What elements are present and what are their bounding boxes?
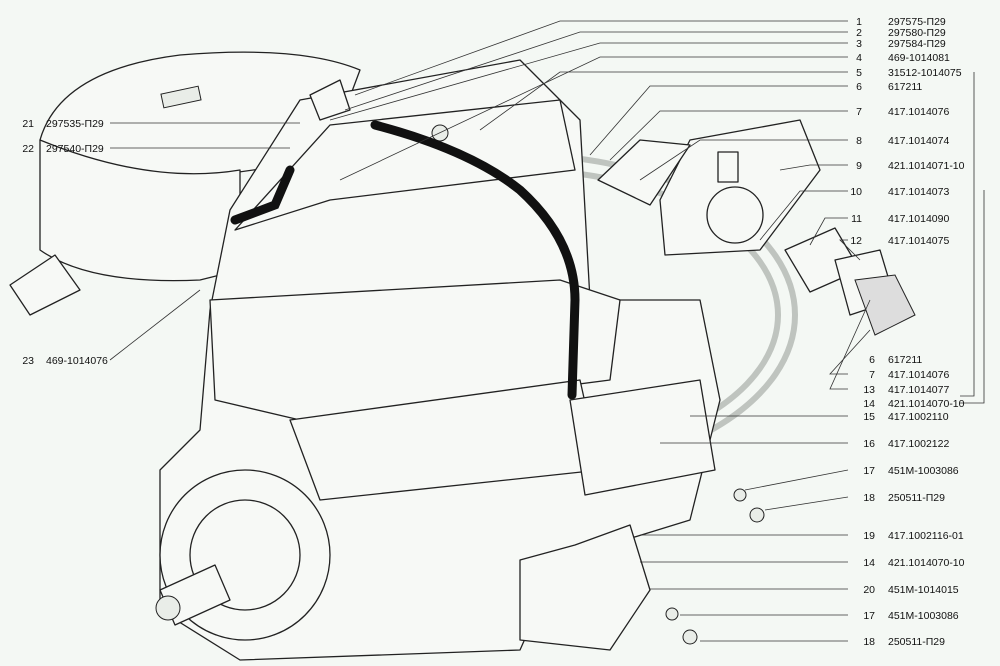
part-code: 417.1014074 <box>888 135 949 147</box>
part-code: 417.1014077 <box>888 384 949 396</box>
callout-number: 21 <box>22 118 34 130</box>
part-code: 417.1002110 <box>888 411 949 423</box>
callout-number: 16 <box>863 438 875 450</box>
callout-number: 6 <box>856 81 862 93</box>
part-code: 417.1014090 <box>888 213 949 225</box>
callout-number: 19 <box>863 530 875 542</box>
part-code: 617211 <box>888 354 922 366</box>
part-code: 421.1014070-10 <box>888 557 965 569</box>
part-code: 421.1014070-10 <box>888 398 965 410</box>
callout-number: 22 <box>22 143 34 155</box>
engine-block <box>155 59 721 661</box>
callout-number: 8 <box>856 135 862 147</box>
callouts-left: 21 297535-П29 22 297540-П29 23 469-1014076 <box>22 118 108 367</box>
callout-number: 18 <box>863 492 875 504</box>
part-code: 250511-П29 <box>888 636 945 648</box>
callout-number: 5 <box>856 67 862 79</box>
part-code: 417.1014075 <box>888 235 949 247</box>
part-code: 417.1002122 <box>888 438 949 450</box>
callout-number: 3 <box>856 38 862 50</box>
callout-number: 18 <box>863 636 875 648</box>
callout-number: 13 <box>863 384 875 396</box>
part-code: 297580-П29 <box>888 27 946 39</box>
callout-number: 9 <box>856 160 862 172</box>
part-code: 469-1014081 <box>888 52 950 64</box>
part-code: 297575-П29 <box>888 16 946 28</box>
leader-lines <box>109 20 985 642</box>
part-code: 297535-П29 <box>46 118 104 130</box>
callout-number: 10 <box>850 186 862 198</box>
callout-number: 7 <box>856 106 862 118</box>
small-hose <box>230 165 295 225</box>
part-code: 451M-1003086 <box>888 465 959 477</box>
callout-number: 12 <box>850 235 862 247</box>
callout-number: 14 <box>863 398 875 410</box>
callout-number: 7 <box>869 369 875 381</box>
part-code: 297540-П29 <box>46 143 104 155</box>
callout-number: 4 <box>856 52 862 64</box>
part-code: 451M-1003086 <box>888 610 959 622</box>
part-code: 469-1014076 <box>46 355 108 367</box>
callout-number: 6 <box>869 354 875 366</box>
callout-number: 17 <box>863 610 875 622</box>
callout-number: 1 <box>856 16 862 28</box>
part-code: 421.1014071-10 <box>888 160 965 172</box>
part-code: 417.1014076 <box>888 369 949 381</box>
part-code: 297584-П29 <box>888 38 946 50</box>
part-code: 417.1002116-01 <box>888 530 964 542</box>
callouts-right: 1 297575-П29 2 297580-П29 3 297584-П29 4 469… <box>850 16 964 648</box>
callout-number: 11 <box>851 213 862 225</box>
callout-number: 15 <box>863 411 875 423</box>
callout-number: 2 <box>856 27 862 39</box>
part-code: 417.1014073 <box>888 186 949 198</box>
part-code: 31512-1014075 <box>888 67 962 79</box>
breather-hose <box>370 120 580 400</box>
part-code: 617211 <box>888 81 922 93</box>
part-code: 417.1014076 <box>888 106 949 118</box>
part-code: 451M-1014015 <box>888 584 959 596</box>
callout-number: 23 <box>22 355 34 367</box>
part-code: 250511-П29 <box>888 492 945 504</box>
callout-number: 20 <box>863 584 875 596</box>
breather-assembly <box>309 79 916 651</box>
callout-number: 17 <box>863 465 875 477</box>
callout-number: 14 <box>863 557 875 569</box>
